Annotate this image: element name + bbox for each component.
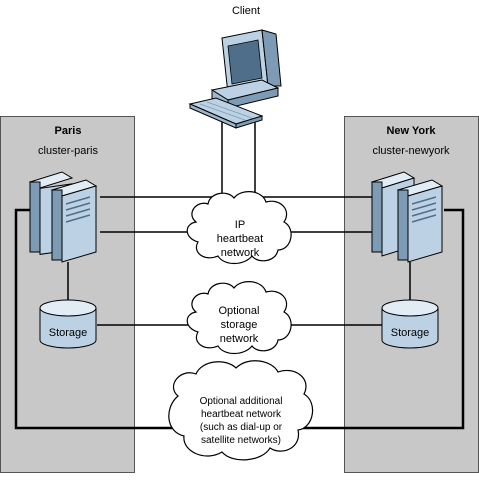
newyork-site-panel (344, 116, 479, 473)
newyork-site-title: New York (386, 125, 436, 137)
additional-heartbeat-line-2: heartbeat network (201, 409, 282, 420)
paris-server-pair-icon (28, 171, 98, 263)
paris-cluster-label: cluster-paris (38, 145, 98, 157)
client-computer-icon (188, 29, 282, 129)
newyork-storage-icon (381, 299, 439, 349)
newyork-server-pair-icon (370, 171, 444, 263)
ip-heartbeat-line-3: network (221, 247, 260, 259)
additional-heartbeat-line-4: satellite networks) (201, 435, 281, 446)
storage-network-cloud (186, 281, 292, 355)
additional-heartbeat-cloud (168, 360, 314, 461)
additional-heartbeat-line-1: Optional additional (200, 396, 283, 407)
paris-storage-icon (39, 299, 97, 349)
storage-network-line-3: network (220, 333, 259, 345)
ip-heartbeat-line-2: heartbeat (217, 233, 263, 245)
ip-heartbeat-cloud (186, 191, 292, 265)
storage-network-line-1: Optional (219, 305, 260, 317)
newyork-cluster-label: cluster-newyork (372, 145, 450, 157)
newyork-storage-label: Storage (391, 327, 430, 339)
client-label: Client (232, 5, 260, 17)
ip-heartbeat-line-1: IP (235, 219, 245, 231)
paris-site-title: Paris (55, 125, 82, 137)
additional-heartbeat-line-3: (such as dial-up or (200, 422, 283, 433)
storage-network-line-2: storage (221, 319, 258, 331)
paris-storage-label: Storage (49, 327, 88, 339)
